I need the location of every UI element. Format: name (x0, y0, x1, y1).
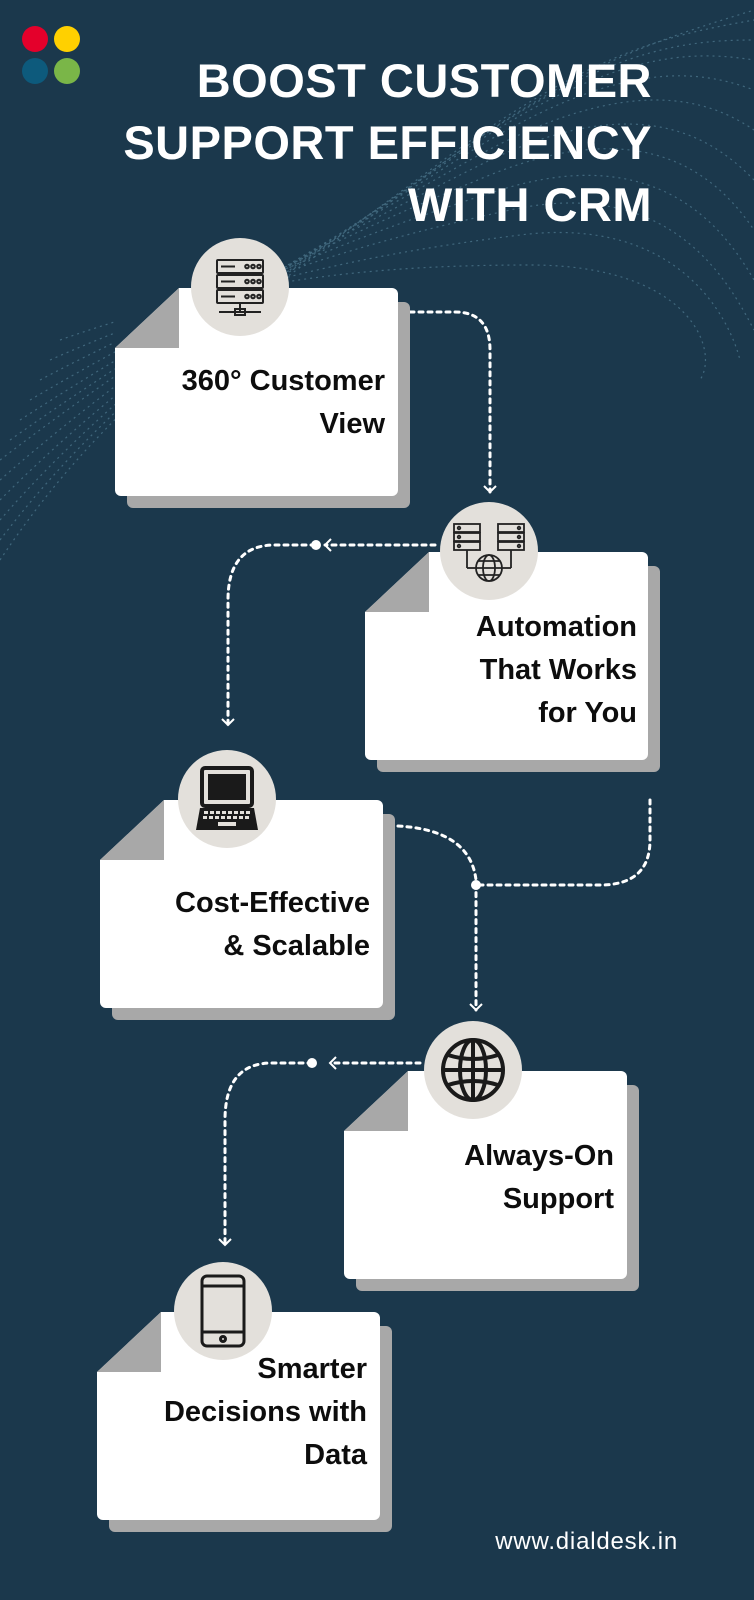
network-servers-globe-icon (440, 502, 538, 600)
step-title-line: Data (304, 1439, 367, 1471)
smartphone-icon (174, 1262, 272, 1360)
title-line: BOOST CUSTOMER (196, 54, 652, 107)
step-title-line: Smarter (257, 1353, 367, 1385)
step-title-line: 360° Customer (181, 365, 385, 397)
step-title-line: Support (502, 1183, 614, 1215)
logo-dot-yellow (54, 26, 80, 52)
brand-logo (22, 26, 82, 86)
step-title-line: Automation (475, 611, 637, 643)
step-title-line: Decisions with (163, 1396, 367, 1428)
title-line: WITH CRM (407, 178, 652, 231)
server-rack-icon (191, 238, 289, 336)
step-title-line: View (319, 408, 385, 440)
page-title: BOOST CUSTOMER SUPPORT EFFICIENCY WITH C… (52, 50, 652, 236)
step-title-line: for You (538, 697, 637, 729)
step-title: Automation That Works for You (476, 606, 637, 735)
logo-dot-blue (22, 58, 48, 84)
step-title-line: Cost-Effective (175, 887, 370, 919)
globe-icon (424, 1021, 522, 1119)
title-line: SUPPORT EFFICIENCY (123, 116, 652, 169)
logo-dot-red (22, 26, 48, 52)
step-title: Cost-Effective & Scalable (175, 882, 370, 968)
laptop-icon (178, 750, 276, 848)
step-card-2: Automation That Works for You (365, 552, 665, 774)
connector-3-4 (396, 824, 483, 1012)
step-title: Smarter Decisions with Data (164, 1348, 367, 1477)
connector-1-2 (408, 310, 497, 494)
step-title-line: That Works (479, 654, 637, 686)
step-title: Always-On Support (464, 1135, 614, 1221)
step-title-line: Always-On (464, 1140, 614, 1172)
website-url[interactable]: www.dialdesk.in (495, 1528, 678, 1555)
step-title-line: & Scalable (223, 930, 370, 962)
logo-dot-green (54, 58, 80, 84)
step-title: 360° Customer View (182, 360, 385, 446)
